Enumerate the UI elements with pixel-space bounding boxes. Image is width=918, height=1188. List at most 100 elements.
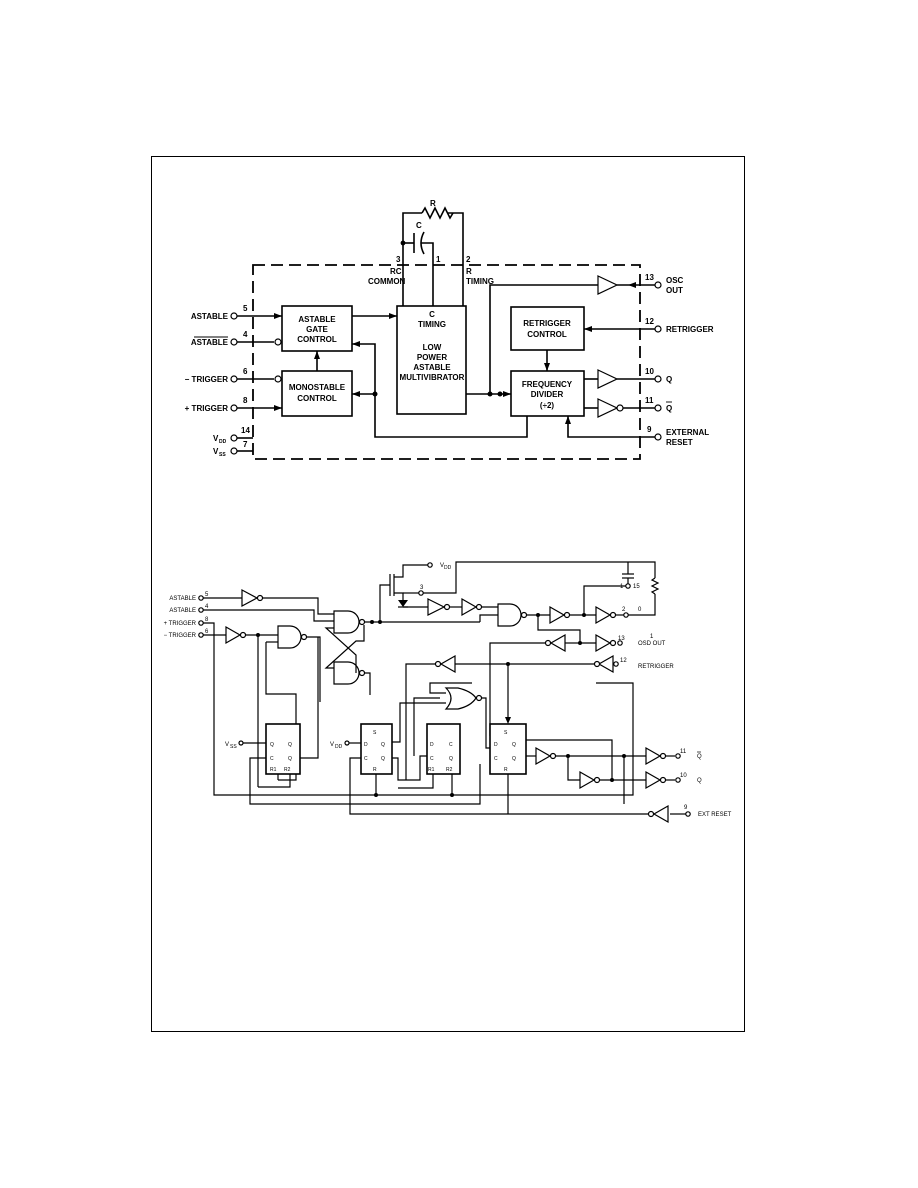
svg-text:R: R — [373, 767, 377, 773]
osc-out-label-2: OUT — [666, 286, 683, 295]
svg-text:C: C — [430, 756, 434, 762]
logic-pin-4 — [198, 607, 204, 613]
svg-text:6: 6 — [205, 629, 209, 635]
svg-text:R: R — [504, 767, 508, 773]
capacitor-label: C — [416, 221, 422, 230]
svg-text:D: D — [364, 742, 368, 748]
flip-flop-b — [360, 723, 393, 775]
resistor-symbol — [421, 206, 454, 220]
input-pos-trigger-label: + TRIGGER — [185, 404, 229, 413]
svg-text:D: D — [494, 742, 498, 748]
svg-text:1: 1 — [620, 584, 624, 590]
q-buffer-gate — [597, 369, 619, 389]
svg-text:S: S — [504, 730, 508, 736]
pin-2-label: 2 — [466, 255, 471, 264]
flip-flop-d — [489, 723, 527, 775]
svg-text:4: 4 — [243, 330, 248, 339]
svg-text:15: 15 — [633, 584, 640, 590]
svg-text:9: 9 — [647, 425, 652, 434]
svg-text:C: C — [494, 756, 498, 762]
chip-outline — [252, 264, 641, 460]
pin-5-terminal — [230, 312, 238, 320]
svg-text:GATE: GATE — [306, 325, 328, 334]
svg-text:1: 1 — [650, 634, 654, 640]
svg-text:RETRIGGER: RETRIGGER — [523, 319, 571, 328]
svg-text:14: 14 — [241, 426, 250, 435]
block-diagram: R C 3 1 2 RC COMMON R TIMING ASTABLE GAT… — [185, 199, 714, 460]
r-timing-label-1: R — [466, 267, 472, 276]
logic-pin-5 — [198, 595, 204, 601]
svg-text:Q: Q — [512, 756, 516, 762]
svg-text:C: C — [270, 756, 274, 762]
svg-text:C: C — [429, 310, 435, 319]
logic-retrigger-label: RETRIGGER — [638, 664, 674, 670]
vdd-terminal — [230, 434, 238, 442]
pin-10-terminal — [654, 375, 662, 383]
svg-text:MONOSTABLE: MONOSTABLE — [289, 383, 346, 392]
svg-text:8: 8 — [243, 396, 248, 405]
logic-pin-12 — [613, 661, 619, 667]
logic-pin-11 — [675, 753, 681, 759]
svg-text:Q: Q — [288, 742, 292, 748]
svg-text:R1: R1 — [428, 767, 435, 773]
input-astable-bar-label: ASTABLE — [191, 338, 229, 347]
input-neg-trigger-label: − TRIGGER — [185, 375, 229, 384]
svg-text:C: C — [449, 742, 453, 748]
svg-text:− TRIGGER: − TRIGGER — [164, 633, 197, 639]
logic-pin-13 — [617, 640, 623, 646]
svg-text:12: 12 — [645, 317, 654, 326]
svg-text:DD: DD — [219, 439, 227, 445]
multivibrator-block — [396, 305, 467, 415]
svg-text:2: 2 — [622, 607, 626, 613]
svg-text:V: V — [440, 563, 444, 569]
svg-text:13: 13 — [618, 636, 625, 642]
svg-text:7: 7 — [243, 440, 248, 449]
svg-text:DIVIDER: DIVIDER — [531, 390, 564, 399]
svg-text:S: S — [373, 730, 377, 736]
svg-text:D: D — [430, 742, 434, 748]
svg-text:V: V — [330, 742, 334, 748]
r-timing-label-2: TIMING — [466, 277, 494, 286]
svg-text:5: 5 — [243, 304, 248, 313]
svg-text:CONTROL: CONTROL — [297, 335, 337, 344]
svg-text:Q: Q — [381, 742, 385, 748]
logic-qbar-label: Q — [697, 754, 702, 760]
pin-12-terminal — [654, 325, 662, 333]
astable-gate-control-block — [281, 305, 353, 352]
svg-text:10: 10 — [680, 773, 687, 779]
svg-text:Q: Q — [270, 742, 274, 748]
svg-text:MULTIVIBRATOR: MULTIVIBRATOR — [400, 373, 465, 382]
logic-resistor — [650, 577, 660, 595]
logic-pin-6 — [198, 632, 204, 638]
svg-text:13: 13 — [645, 273, 654, 282]
svg-text:ASTABLE: ASTABLE — [169, 596, 196, 602]
svg-text:DD: DD — [335, 744, 343, 750]
osc-buffer-gate — [597, 275, 619, 295]
q-out-label: Q — [666, 375, 672, 384]
svg-text:TIMING: TIMING — [418, 320, 446, 329]
svg-text:5: 5 — [205, 592, 209, 598]
external-reset-label-2: RESET — [666, 438, 693, 447]
svg-text:3: 3 — [420, 585, 424, 591]
svg-text:V: V — [213, 434, 219, 443]
svg-text:POWER: POWER — [417, 353, 447, 362]
svg-text:LOW: LOW — [423, 343, 442, 352]
logic-diagram: ASTABLE 5 ASTABLE 4 + TRIGGER 8 − TRIGGE… — [164, 561, 732, 824]
pin-1-label: 1 — [436, 255, 441, 264]
external-reset-label-1: EXTERNAL — [666, 428, 709, 437]
logic-osc-out-label: OSD OUT — [638, 641, 666, 647]
svg-text:4: 4 — [205, 604, 209, 610]
pin-8-terminal — [230, 404, 238, 412]
logic-pin-9 — [685, 811, 691, 817]
osc-out-label-1: OSC — [666, 276, 684, 285]
vss-terminal — [230, 447, 238, 455]
pin-13-terminal — [654, 281, 662, 289]
svg-text:+ TRIGGER: + TRIGGER — [164, 621, 197, 627]
svg-text:11: 11 — [680, 749, 687, 755]
svg-text:10: 10 — [645, 367, 654, 376]
rc-common-label-2: COMMON — [368, 277, 406, 286]
flip-flop-a — [265, 723, 301, 775]
logic-pin-8 — [198, 620, 204, 626]
svg-text:CONTROL: CONTROL — [527, 330, 567, 339]
